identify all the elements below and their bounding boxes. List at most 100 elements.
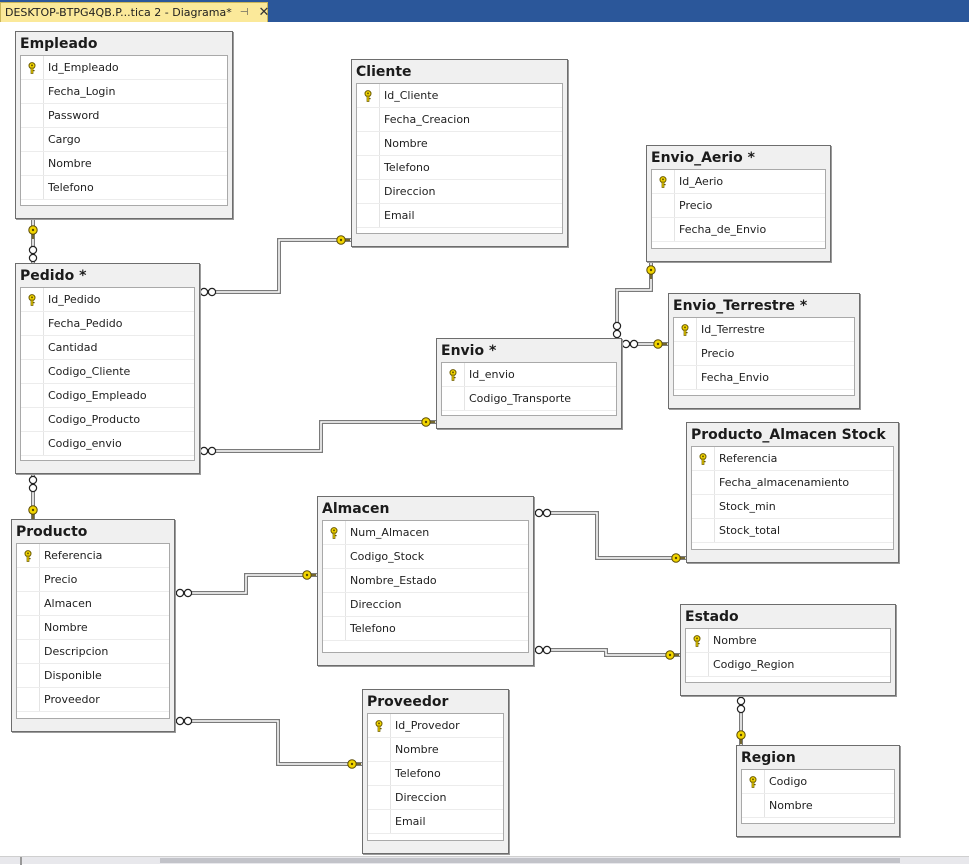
scroll-left-icon[interactable] (20, 857, 22, 865)
column-row[interactable]: Stock_total (692, 519, 893, 543)
column-row[interactable]: Fecha_Creacion (357, 108, 562, 132)
column-name: Disponible (44, 669, 102, 682)
column-row[interactable]: Direccion (368, 786, 503, 810)
column-row[interactable]: Codigo_Producto (21, 408, 194, 432)
primary-key-icon (368, 714, 391, 737)
column-row[interactable]: Almacen (17, 592, 169, 616)
column-row[interactable]: Nombre_Estado (323, 569, 528, 593)
column-row[interactable]: Cargo (21, 128, 227, 152)
column-row[interactable]: Codigo_Empleado (21, 384, 194, 408)
column-row[interactable]: Precio (652, 194, 825, 218)
column-name: Telefono (395, 767, 441, 780)
relationship-line[interactable] (612, 262, 656, 339)
column-row[interactable]: Nombre (742, 794, 894, 818)
column-row[interactable]: Password (21, 104, 227, 128)
table-title: Pedido * (20, 268, 87, 284)
column-row[interactable]: Fecha_Envio (674, 366, 854, 390)
column-name: Precio (44, 573, 78, 586)
column-row[interactable]: Nombre (17, 616, 169, 640)
column-row[interactable]: Codigo_Stock (323, 545, 528, 569)
column-row[interactable]: Id_Empleado (21, 56, 227, 80)
relationship-line[interactable] (534, 508, 686, 563)
column-row[interactable]: Id_Provedor (368, 714, 503, 738)
column-row[interactable]: Disponible (17, 664, 169, 688)
relationship-line[interactable] (175, 570, 317, 598)
column-name: Telefono (48, 181, 94, 194)
column-name: Nombre (769, 799, 813, 812)
relationship-line[interactable] (621, 339, 668, 349)
row-selector (686, 653, 709, 676)
column-row[interactable]: Id_Terrestre (674, 318, 854, 342)
column-row[interactable]: Cantidad (21, 336, 194, 360)
relationship-line[interactable] (199, 417, 436, 456)
column-row[interactable]: Telefono (357, 156, 562, 180)
horizontal-scrollbar[interactable] (0, 856, 969, 865)
column-row[interactable]: Nombre (21, 152, 227, 176)
column-row[interactable]: Nombre (368, 738, 503, 762)
relationship-line[interactable] (534, 645, 680, 660)
one-end-key-icon (336, 235, 350, 245)
column-row[interactable]: Proveedor (17, 688, 169, 712)
column-row[interactable]: Precio (17, 568, 169, 592)
column-row[interactable]: Email (357, 204, 562, 228)
scrollbar-thumb[interactable] (160, 858, 900, 863)
column-row[interactable]: Codigo (742, 770, 894, 794)
column-row[interactable]: Fecha_almacenamiento (692, 471, 893, 495)
column-row[interactable]: Stock_min (692, 495, 893, 519)
column-row[interactable]: Fecha_de_Envio (652, 218, 825, 242)
column-row[interactable]: Telefono (323, 617, 528, 641)
column-row[interactable]: Id_Pedido (21, 288, 194, 312)
column-row[interactable]: Referencia (17, 544, 169, 568)
column-row[interactable]: Fecha_Pedido (21, 312, 194, 336)
row-selector (17, 640, 40, 663)
document-tab[interactable]: DESKTOP-BTPG4QB.P...tica 2 - Diagrama* ⊣… (0, 2, 270, 22)
column-row[interactable]: Telefono (368, 762, 503, 786)
column-row[interactable]: Codigo_Cliente (21, 360, 194, 384)
column-name: Referencia (719, 452, 778, 465)
row-selector (21, 80, 44, 103)
column-row[interactable]: Precio (674, 342, 854, 366)
close-icon[interactable]: ✕ (258, 5, 270, 20)
column-row[interactable]: Nombre (357, 132, 562, 156)
column-row[interactable]: Nombre (686, 629, 890, 653)
column-row[interactable]: Id_envio (442, 363, 616, 387)
pin-icon[interactable]: ⊣ (239, 7, 249, 18)
column-row[interactable]: Direccion (323, 593, 528, 617)
column-row[interactable]: Codigo_envio (21, 432, 194, 456)
column-row[interactable]: Id_Aerio (652, 170, 825, 194)
table-title: Cliente (356, 64, 412, 80)
column-row[interactable]: Direccion (357, 180, 562, 204)
column-row[interactable]: Codigo_Region (686, 653, 890, 677)
relationship-line[interactable] (175, 716, 362, 769)
column-row[interactable]: Num_Almacen (323, 521, 528, 545)
column-row[interactable]: Email (368, 810, 503, 834)
row-selector (357, 204, 380, 227)
column-row[interactable]: Fecha_Login (21, 80, 227, 104)
column-row[interactable]: Descripcion (17, 640, 169, 664)
primary-key-icon (357, 84, 380, 107)
column-row[interactable]: Id_Cliente (357, 84, 562, 108)
relationship-line[interactable] (28, 219, 38, 263)
column-row[interactable]: Telefono (21, 176, 227, 200)
column-row[interactable]: Codigo_Transporte (442, 387, 616, 411)
relationship-line[interactable] (199, 235, 351, 297)
relationship-line[interactable] (736, 696, 746, 745)
row-selector (17, 592, 40, 615)
relationship-line[interactable] (28, 474, 38, 519)
row-selector (652, 218, 675, 241)
column-row[interactable]: Referencia (692, 447, 893, 471)
column-name: Id_Aerio (679, 175, 724, 188)
